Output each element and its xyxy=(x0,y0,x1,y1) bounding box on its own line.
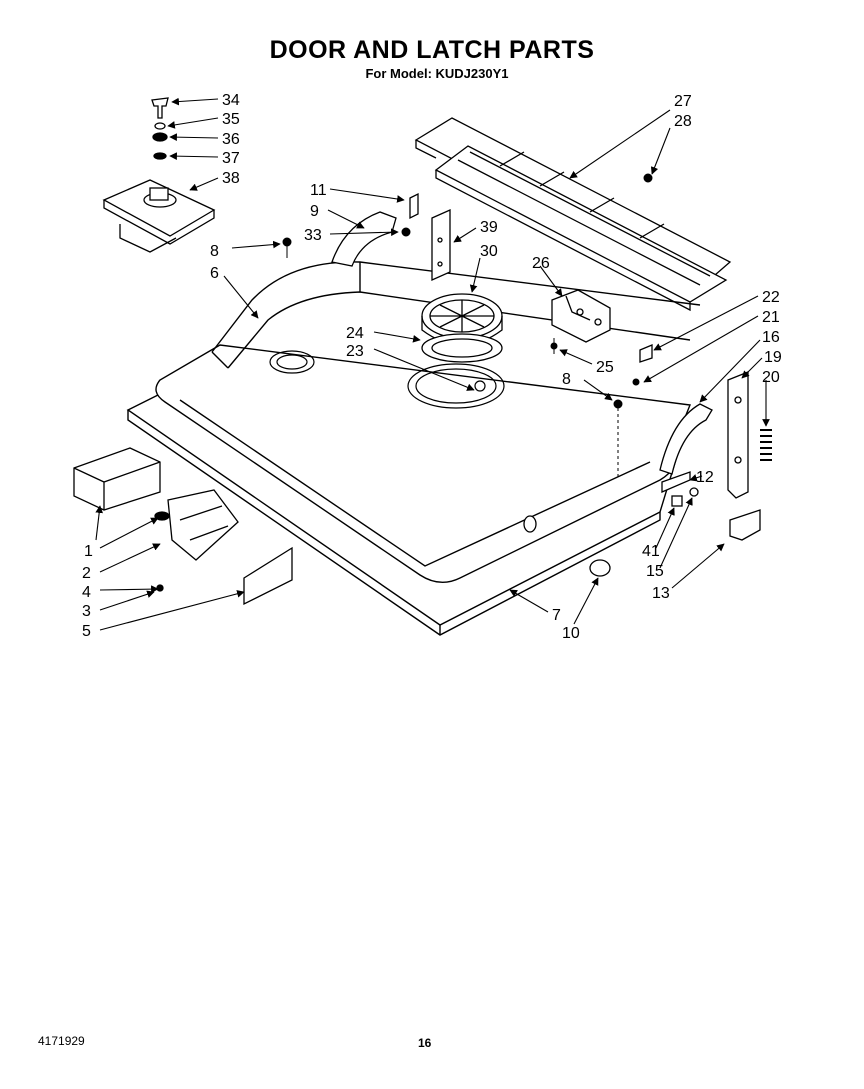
door-knob xyxy=(523,515,611,577)
callout-26: 26 xyxy=(532,255,550,272)
callout-11: 11 xyxy=(310,182,327,199)
callout-23: 23 xyxy=(346,343,364,360)
callout-2: 2 xyxy=(82,565,91,582)
callout-24: 24 xyxy=(346,325,364,342)
callout-15: 15 xyxy=(646,563,664,580)
hinge-bracket xyxy=(331,192,451,282)
screws xyxy=(282,173,653,480)
callout-8-left: 8 xyxy=(210,243,219,260)
callout-33: 33 xyxy=(304,227,322,244)
callout-1: 1 xyxy=(84,543,93,560)
diagram-title: DOOR AND LATCH PARTS xyxy=(269,36,595,64)
left-side-parts xyxy=(73,447,293,606)
callout-8-right: 8 xyxy=(562,371,571,388)
callout-10: 10 xyxy=(562,625,580,642)
callout-5: 5 xyxy=(82,623,91,640)
callout-13: 13 xyxy=(652,585,670,602)
callout-25: 25 xyxy=(596,359,614,376)
callout-28: 28 xyxy=(674,113,692,130)
leader-lines xyxy=(95,97,770,631)
rinse-aid-opening xyxy=(269,350,315,374)
callout-27: 27 xyxy=(674,93,692,110)
callout-12: 12 xyxy=(696,469,714,486)
document-number: 4171929 xyxy=(38,1034,85,1048)
callout-6: 6 xyxy=(210,265,219,282)
vent-bracket xyxy=(551,289,611,343)
vent-cover xyxy=(414,117,732,312)
callout-3: 3 xyxy=(82,603,91,620)
callout-39: 39 xyxy=(480,219,498,236)
callout-36: 36 xyxy=(222,131,240,148)
callout-9: 9 xyxy=(310,203,319,220)
callout-22: 22 xyxy=(762,289,780,306)
callout-37: 37 xyxy=(222,150,240,167)
callout-20: 20 xyxy=(762,369,780,386)
callout-35: 35 xyxy=(222,111,240,128)
callout-16: 16 xyxy=(762,329,780,346)
page-number: 16 xyxy=(418,1036,432,1050)
callout-21: 21 xyxy=(762,309,780,326)
callout-7: 7 xyxy=(552,607,561,624)
callout-4: 4 xyxy=(82,584,91,601)
callout-numbers: 34 35 36 37 38 27 28 11 9 33 39 30 8 6 2… xyxy=(82,92,782,642)
dispenser-cup-assembly xyxy=(421,293,503,363)
callout-38: 38 xyxy=(222,170,240,187)
detergent-cup-opening xyxy=(407,363,505,409)
latch-assembly xyxy=(102,97,216,253)
model-subtitle: For Model: KUDJ230Y1 xyxy=(365,66,509,81)
callout-41: 41 xyxy=(642,543,660,560)
callout-19: 19 xyxy=(764,349,782,366)
callout-34: 34 xyxy=(222,92,240,109)
callout-30: 30 xyxy=(480,243,498,260)
